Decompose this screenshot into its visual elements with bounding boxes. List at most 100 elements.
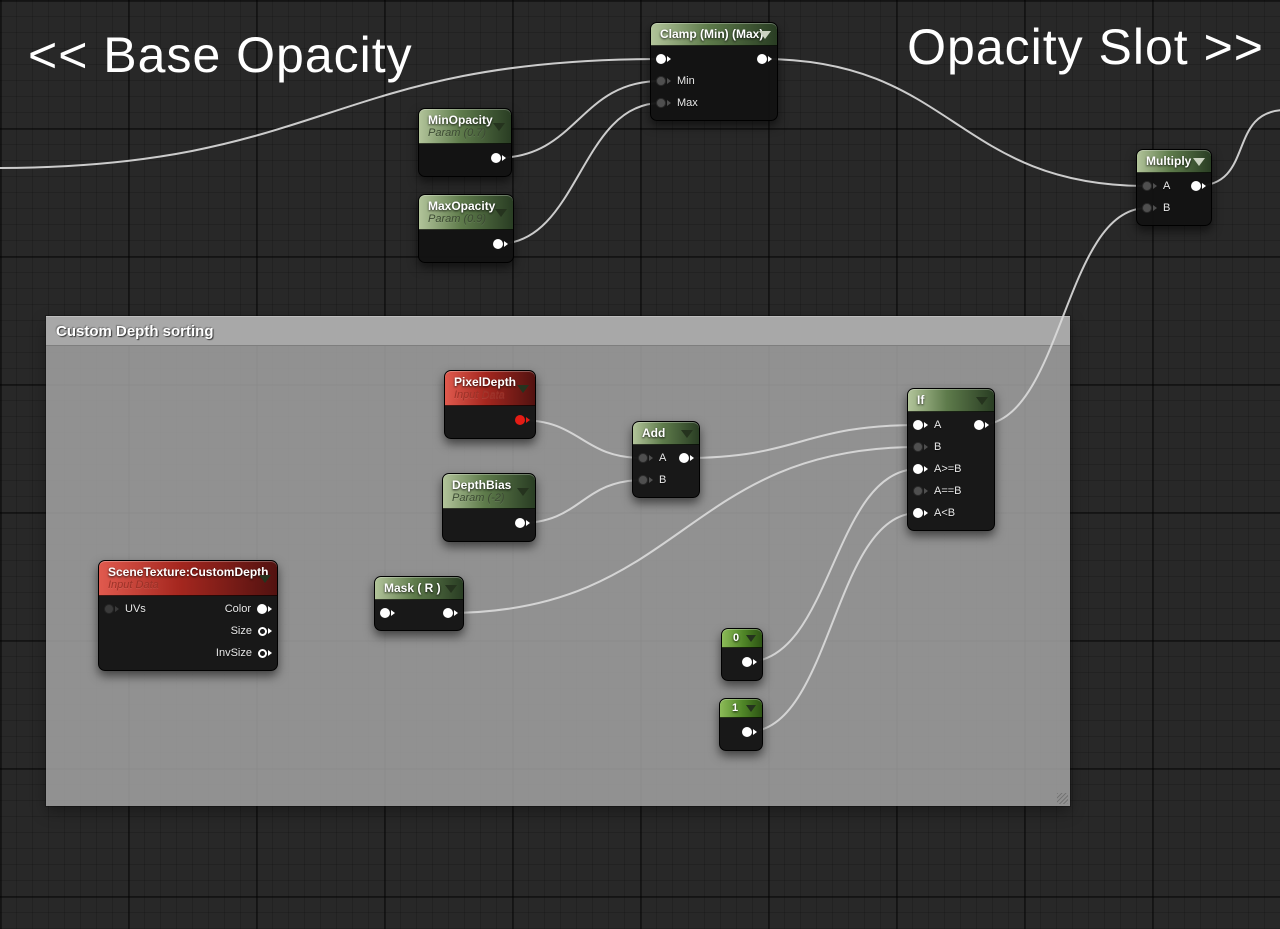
pin-scenetexture-uvs[interactable]: UVs [104,603,146,615]
pin-chevron-icon [1153,183,1157,189]
pin-chevron-icon [454,610,458,616]
pin-const1-out[interactable] [742,727,757,737]
pin-chevron-icon [924,488,928,494]
collapse-arrow-icon[interactable] [976,397,988,405]
collapse-arrow-icon[interactable] [681,430,693,438]
pin-depthbias-out[interactable] [515,518,530,528]
pin-add-b[interactable]: B [638,474,666,486]
pin-circle [913,508,923,518]
pin-circle [656,54,666,64]
pin-if-altb[interactable]: A<B [913,507,955,519]
pin-scenetexture-invsize[interactable]: InvSize [216,647,272,659]
pin-circle [913,464,923,474]
pin-chevron-icon [1202,183,1206,189]
pin-circle [656,98,666,108]
pin-circle [380,608,390,618]
pin-scenetexture-size[interactable]: Size [231,625,272,637]
node-const1[interactable]: 1 [719,698,763,751]
node-header[interactable]: 0 [722,629,762,648]
pin-clamp-out[interactable] [757,54,772,64]
collapse-arrow-icon[interactable] [517,488,529,496]
pin-if-aeqb[interactable]: A==B [913,485,962,497]
collapse-arrow-icon[interactable] [759,31,771,39]
node-mask[interactable]: Mask ( R ) [374,576,464,631]
node-subtitle: Param (-2) [452,492,505,504]
collapse-arrow-icon[interactable] [1193,158,1205,166]
pin-mask-out[interactable] [443,608,458,618]
pin-maxopacity-out[interactable] [493,239,508,249]
pin-if-b[interactable]: B [913,441,941,453]
pin-circle [258,648,267,658]
pin-chevron-icon [924,422,928,428]
node-title: DepthBias [452,478,512,492]
pin-scenetexture-color[interactable]: Color [225,603,272,615]
node-row: A>=B [908,458,994,480]
pin-clamp-in[interactable] [656,54,671,64]
pin-add-out[interactable] [679,453,694,463]
pin-add-a[interactable]: A [638,452,666,464]
node-const0[interactable]: 0 [721,628,763,681]
collapse-arrow-icon[interactable] [746,705,756,712]
node-title: Clamp (Min) (Max) [660,27,764,41]
pin-chevron-icon [268,606,272,612]
collapse-arrow-icon[interactable] [746,635,756,642]
pin-multiply-a[interactable]: A [1142,180,1170,192]
pin-if-a[interactable]: A [913,419,941,431]
pin-pixeldepth-out[interactable] [515,415,530,425]
pin-chevron-icon [1153,205,1157,211]
pin-circle [638,453,648,463]
node-header[interactable]: If [908,389,994,412]
node-row: B [633,469,699,491]
node-row [375,602,463,624]
collapse-arrow-icon[interactable] [517,385,529,393]
pin-chevron-icon [526,520,530,526]
pin-multiply-out[interactable] [1191,181,1206,191]
node-header[interactable]: Clamp (Min) (Max) [651,23,777,46]
pin-label: A [1163,180,1171,192]
pin-multiply-b[interactable]: B [1142,202,1170,214]
pin-minopacity-out[interactable] [491,153,506,163]
pin-label: InvSize [215,647,252,659]
collapse-arrow-icon[interactable] [259,575,271,583]
node-header[interactable]: Multiply [1137,150,1211,173]
collapse-arrow-icon[interactable] [495,209,507,217]
node-title: If [917,393,925,407]
node-header[interactable]: Add [633,422,699,445]
pin-mask-in[interactable] [380,608,395,618]
collapse-arrow-icon[interactable] [445,585,457,593]
node-header[interactable]: 1 [720,699,762,718]
pin-circle [757,54,767,64]
comment-title: Custom Depth sorting [56,322,214,340]
pin-chevron-icon [526,417,530,423]
pin-if-out[interactable] [974,420,989,430]
pin-if-ageb[interactable]: A>=B [913,463,962,475]
pin-circle [638,475,648,485]
node-row: B [908,436,994,458]
collapse-arrow-icon[interactable] [493,123,505,131]
wire-2 [497,102,662,245]
node-subtitle: Param (0.9) [428,213,487,225]
node-row: UVs Color [99,598,277,620]
pin-clamp-min[interactable]: Min [656,75,695,87]
comment-resize-handle[interactable] [1057,793,1068,804]
pin-clamp-max[interactable]: Max [656,97,698,109]
node-title: Multiply [1146,154,1192,168]
pin-const0-out[interactable] [742,657,757,667]
node-header[interactable]: Mask ( R ) [375,577,463,600]
comment-header[interactable]: Custom Depth sorting [46,316,1070,346]
